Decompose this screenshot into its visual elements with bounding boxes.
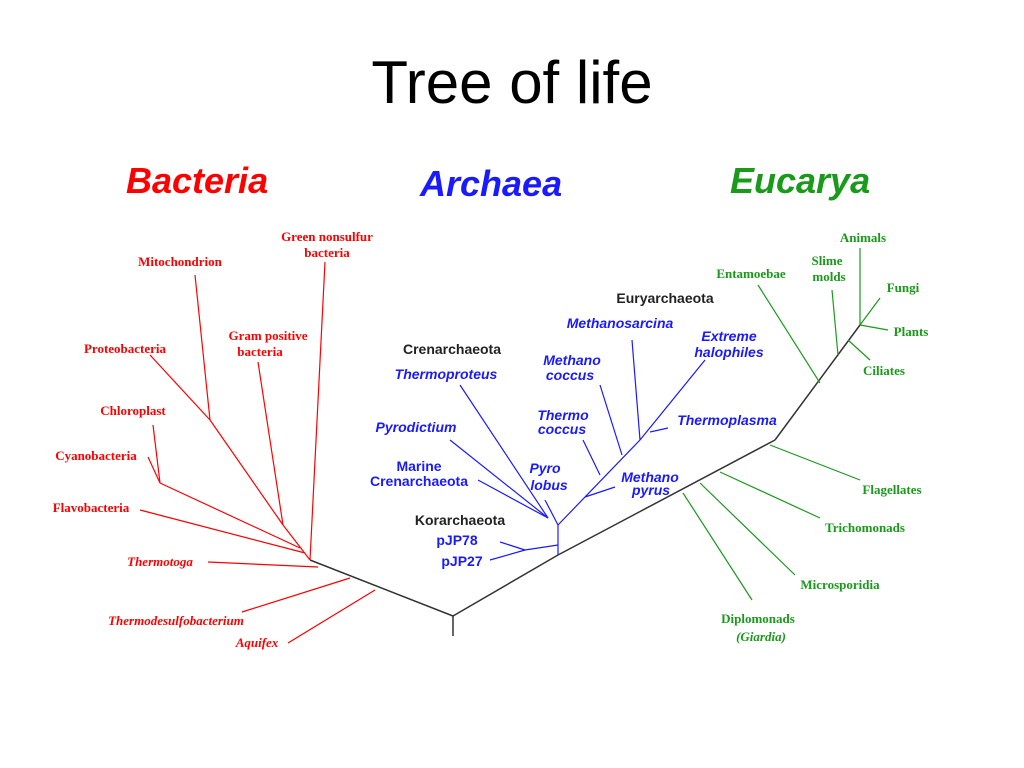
branch-thermodesulfobacterium xyxy=(241,577,351,613)
branch-methanosarcina xyxy=(631,339,641,441)
branch-chloroplast xyxy=(152,424,161,484)
label-marine-crenarchaeota-2: Crenarchaeota xyxy=(370,473,468,489)
label-pyrodictium: Pyrodictium xyxy=(376,419,457,435)
domain-eucarya: Eucarya xyxy=(730,160,870,201)
label-crenarchaeota: Crenarchaeota xyxy=(403,341,501,357)
trunk-to-archaea xyxy=(452,554,559,617)
archaea-labels: Euryarchaeota Methanosarcina Extreme hal… xyxy=(370,290,777,569)
domain-bacteria: Bacteria xyxy=(126,160,268,201)
label-green-nonsulfur: Green nonsulfur xyxy=(281,229,373,244)
label-pyrolobus: Pyro xyxy=(529,460,561,476)
label-thermodesulfobacterium: Thermodesulfobacterium xyxy=(108,613,244,628)
label-giardia: (Giardia) xyxy=(736,629,786,644)
label-cyanobacteria: Cyanobacteria xyxy=(55,448,137,463)
label-flavobacteria: Flavobacteria xyxy=(53,500,130,515)
label-slime-molds: Slime xyxy=(811,253,842,268)
branch-slime-molds xyxy=(831,289,839,356)
branch-gram-positive xyxy=(257,361,284,526)
branch-entamoebae xyxy=(757,284,821,384)
branch-trichomonads xyxy=(719,471,821,519)
label-proteobacteria: Proteobacteria xyxy=(84,341,167,356)
bacteria-labels: Green nonsulfur bacteria Mitochondrion G… xyxy=(53,229,373,650)
label-trichomonads: Trichomonads xyxy=(825,520,905,535)
branch-pyrodictium xyxy=(449,439,549,519)
archaea-branches xyxy=(449,339,706,561)
branch-plants xyxy=(859,324,889,331)
branch-methanococcus xyxy=(599,384,623,456)
label-entamoebae: Entamoebae xyxy=(716,266,786,281)
branch-diplomonads xyxy=(682,492,753,601)
trunk-eucarya-upper xyxy=(774,324,861,441)
branch-thermotoga xyxy=(207,561,319,568)
label-methanosarcina: Methanosarcina xyxy=(567,315,674,331)
label-extreme-halophiles: Extreme xyxy=(701,328,756,344)
branch-flavobacteria xyxy=(139,509,306,554)
branch-thermococcus xyxy=(582,439,601,476)
branch-cyanobacteria xyxy=(147,456,161,484)
eucarya-labels: Animals Entamoebae Slime molds Fungi Pla… xyxy=(716,230,928,644)
label-mitochondrion: Mitochondrion xyxy=(138,254,223,269)
label-thermoplasma: Thermoplasma xyxy=(677,412,777,428)
label-plants: Plants xyxy=(894,324,929,339)
label-marine-crenarchaeota: Marine xyxy=(396,458,441,474)
branch-green-nonsulfur xyxy=(309,261,326,561)
label-flagellates: Flagellates xyxy=(862,482,921,497)
branch-aquifex xyxy=(287,589,376,644)
label-pjp78: pJP78 xyxy=(436,532,477,548)
label-animals: Animals xyxy=(840,230,886,245)
label-methanococcus-2: coccus xyxy=(546,367,594,383)
bacteria-branches xyxy=(139,261,376,644)
label-diplomonads: Diplomonads xyxy=(721,611,795,626)
trunk-to-eucarya xyxy=(557,439,776,556)
branch-methanopyrus xyxy=(584,486,616,498)
label-methanopyrus-2: pyrus xyxy=(631,482,670,498)
label-aquifex: Aquifex xyxy=(235,635,279,650)
branch-pyrolobus xyxy=(544,499,559,526)
label-ciliates: Ciliates xyxy=(863,363,905,378)
domain-archaea: Archaea xyxy=(419,163,562,204)
branch-pjp27 xyxy=(489,549,526,561)
branch-thermoproteus xyxy=(459,384,549,519)
branch-thermoplasma xyxy=(649,427,669,433)
label-gram-positive-2: bacteria xyxy=(237,344,283,359)
trunk-to-bacteria xyxy=(309,559,454,617)
page-title: Tree of life xyxy=(371,49,653,116)
label-extreme-halophiles-2: halophiles xyxy=(694,344,763,360)
label-methanopyrus: Methano xyxy=(621,469,679,485)
label-thermococcus-2: coccus xyxy=(538,421,586,437)
label-euryarchaeota: Euryarchaeota xyxy=(616,290,713,306)
label-korarchaeota: Korarchaeota xyxy=(415,512,505,528)
branch-extreme-halophiles xyxy=(639,359,706,441)
label-thermoproteus: Thermoproteus xyxy=(395,366,498,382)
branch-proteobacteria xyxy=(149,354,211,421)
branch-ciliates xyxy=(847,339,871,361)
label-slime-molds-2: molds xyxy=(812,269,845,284)
label-fungi: Fungi xyxy=(887,280,920,295)
branch-flagellates xyxy=(769,444,861,481)
label-pyrolobus-2: lobus xyxy=(530,477,568,493)
label-green-nonsulfur-2: bacteria xyxy=(304,245,350,260)
branch-pjp78 xyxy=(499,541,526,551)
label-microsporidia: Microsporidia xyxy=(800,577,880,592)
label-methanococcus: Methano xyxy=(543,352,601,368)
branch-fungi xyxy=(859,297,881,326)
branch-mitochondrion xyxy=(194,274,211,421)
label-thermotoga: Thermotoga xyxy=(127,554,193,569)
label-pjp27: pJP27 xyxy=(441,553,482,569)
branch-marine-crenarchaeota xyxy=(477,479,549,519)
trunk-lines xyxy=(309,324,861,636)
label-thermococcus: Thermo xyxy=(537,407,589,423)
eucarya-branches xyxy=(682,248,889,601)
label-chloroplast: Chloroplast xyxy=(100,403,166,418)
label-gram-positive: Gram positive xyxy=(228,328,307,343)
branch-microsporidia xyxy=(699,482,796,576)
